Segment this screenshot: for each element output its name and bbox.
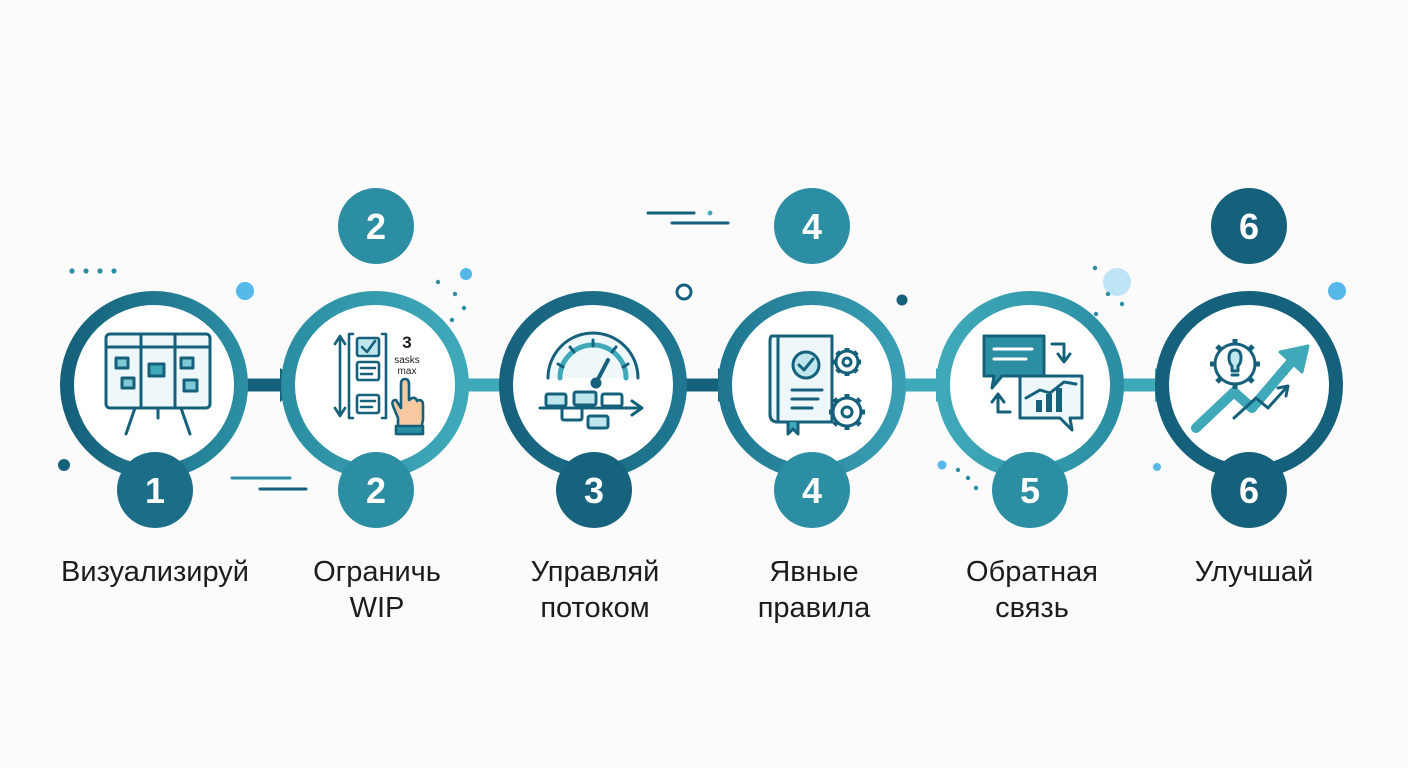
top-badges: [338, 188, 1287, 264]
step-badge-1: [117, 452, 193, 528]
deco-dot: [452, 291, 458, 297]
wip-limit-text: 3 sasks max: [394, 333, 420, 377]
step-badge-4: [774, 452, 850, 528]
deco-dot: [83, 268, 89, 274]
deco-dot: [955, 467, 961, 473]
deco-dot: [236, 282, 254, 300]
step-number-2: 2: [366, 470, 386, 511]
step-title-line: Управляй: [530, 556, 660, 588]
step-title-line: потоком: [540, 592, 650, 624]
wip-limit-word: sasks: [394, 355, 420, 366]
deco-dot: [461, 305, 467, 311]
step-badge-6: [1211, 452, 1287, 528]
step-number-3: 3: [584, 470, 604, 511]
step-number-6: 6: [1239, 470, 1259, 511]
kanban-board-icon: [104, 332, 212, 436]
decorative-dots: [58, 210, 1346, 491]
step-title-5: Обратная связь: [912, 554, 1152, 626]
top-badge-6: [1211, 188, 1287, 264]
step-title-3: Управляй потоком: [475, 554, 715, 626]
step-title-line: связь: [995, 592, 1069, 624]
step-title-line: WIP: [349, 592, 405, 624]
deco-dot: [973, 485, 979, 491]
lightbulb-gear-teeth: [1210, 339, 1260, 389]
top-badge-numbers: 2 4 6: [366, 206, 1259, 247]
step-title-2: Ограничь WIP: [257, 554, 497, 626]
step-badge-3: [556, 452, 632, 528]
deco-dot: [97, 268, 103, 274]
step-title-line: Улучшай: [1194, 556, 1314, 588]
step-number-4: 4: [802, 470, 822, 511]
deco-ring: [675, 283, 693, 301]
step-title-6: Улучшай: [1134, 554, 1374, 590]
top-badge-2: [338, 188, 414, 264]
deco-dot: [937, 460, 947, 470]
gear-teeth: [829, 348, 865, 430]
wip-limit-checklist-icon: [333, 332, 425, 436]
step-number-5: 5: [1020, 470, 1040, 511]
deco-dot: [69, 268, 75, 274]
deco-dot: [435, 279, 441, 285]
deco-dot: [896, 294, 908, 306]
bottom-badge-numbers: 1 2 3 4 5 6: [145, 470, 1259, 511]
deco-dot: [449, 317, 455, 323]
wip-limit-number: 3: [402, 333, 411, 352]
step-title-line: Явные: [769, 556, 859, 588]
step-title-4: Явные правила: [694, 554, 934, 626]
deco-dot: [707, 210, 713, 216]
top-number-4: 4: [802, 206, 822, 247]
step-title-line: Визуализируй: [61, 556, 249, 588]
step-badge-2: [338, 452, 414, 528]
step-ring-2: [281, 291, 469, 479]
wip-limit-word: max: [398, 366, 417, 377]
step-title-1: Визуализируй: [35, 554, 275, 590]
deco-dot: [111, 268, 117, 274]
top-number-6: 6: [1239, 206, 1259, 247]
deco-dot: [1119, 301, 1125, 307]
deco-dot: [1092, 265, 1098, 271]
step-title-line: правила: [757, 592, 871, 624]
bottom-badges: [117, 452, 1287, 528]
policy-book-gears-icon: [768, 334, 863, 436]
deco-dot: [1328, 282, 1346, 300]
deco-dot: [1153, 463, 1161, 471]
top-badge-4: [774, 188, 850, 264]
step-badge-5: [992, 452, 1068, 528]
deco-dot: [1105, 291, 1111, 297]
deco-dot: [460, 268, 472, 280]
step-number-1: 1: [145, 470, 165, 511]
deco-dot: [965, 475, 971, 481]
step-title-line: Обратная: [966, 556, 1098, 588]
deco-dot: [1103, 268, 1131, 296]
step-title-line: Ограничь: [313, 556, 441, 588]
top-number-2: 2: [366, 206, 386, 247]
deco-dot: [58, 459, 70, 471]
flow-gauge-icon: [538, 331, 644, 430]
deco-dot: [1093, 311, 1099, 317]
feedback-loop-icon: [982, 334, 1084, 432]
step-ring-6: [1155, 291, 1343, 479]
